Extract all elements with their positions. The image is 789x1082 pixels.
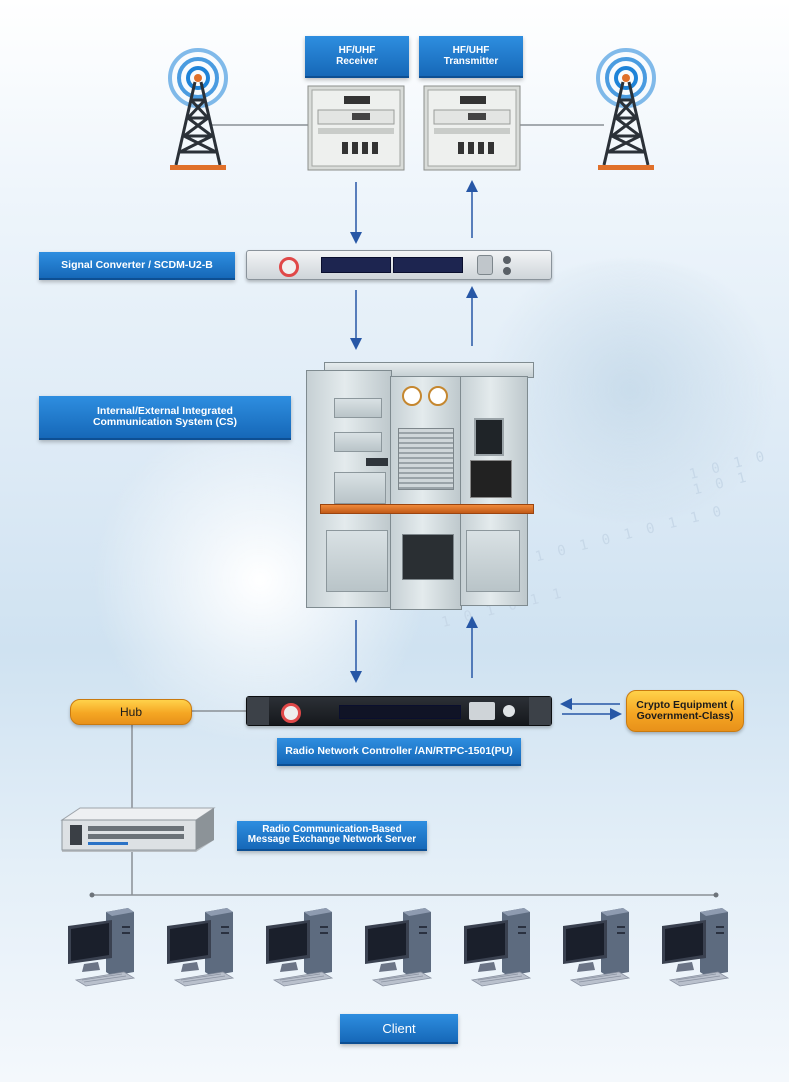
desktop-computer-icon <box>266 908 334 987</box>
desktop-computer-icon <box>563 908 631 987</box>
display-panel <box>339 705 461 719</box>
label-line: Communication System (CS) <box>92 416 238 428</box>
network-controller-device-icon <box>246 696 552 726</box>
communication-cabinet-icon <box>306 362 534 610</box>
signal-converter-label: Signal Converter / SCDM-U2-B <box>39 252 235 280</box>
client-row <box>68 908 730 987</box>
rack-ear <box>529 697 551 725</box>
power-knob-icon <box>281 703 301 723</box>
rnc-label: Radio Network Controller /AN/RTPC-1501(P… <box>277 738 521 766</box>
label-line: Government-Class) <box>636 710 734 722</box>
desktop-computer-icon <box>167 908 235 987</box>
cabinet-module <box>466 530 520 592</box>
label-line: Receiver <box>336 56 378 67</box>
client-label: Client <box>340 1014 458 1044</box>
gauge-icon <box>428 386 448 406</box>
label-line: HF/UHF <box>452 45 490 56</box>
signal-converter-device-icon <box>246 250 552 280</box>
cabinet-module <box>326 530 388 592</box>
bus-end <box>89 892 95 898</box>
label-line: Message Exchange Network Server <box>247 834 417 845</box>
label-line: Internal/External Integrated <box>97 405 233 417</box>
label-line: Radio Communication-Based <box>262 824 402 835</box>
cabinet-module <box>334 472 386 504</box>
label-line: Crypto Equipment ( <box>636 699 734 711</box>
cs-system-label: Internal/External Integrated Communicati… <box>39 396 291 440</box>
label-line: Transmitter <box>443 56 499 67</box>
desktop-computer-icon <box>464 908 532 987</box>
hf-receiver-label: HF/UHF Receiver <box>305 36 409 78</box>
antenna-tower-icon <box>168 48 228 170</box>
rack-server-icon <box>60 807 216 852</box>
connector-icon <box>503 267 511 275</box>
gauge-icon <box>402 386 422 406</box>
power-knob-icon <box>279 257 299 277</box>
desktop-computer-icon <box>662 908 730 987</box>
desktop-computer-icon <box>365 908 433 987</box>
antenna-tower-icon <box>596 48 656 170</box>
desktop-computer-icon <box>68 908 136 987</box>
display-panel <box>321 257 391 273</box>
cabinet-monitor <box>398 428 454 490</box>
bus-end <box>713 892 719 898</box>
cabinet-desk-shelf <box>320 504 534 514</box>
keypad-icon <box>469 702 495 720</box>
cabinet-opening <box>402 534 454 580</box>
radio-rack-icon <box>307 85 405 171</box>
cabinet-module <box>334 432 382 452</box>
cabinet-opening <box>470 460 512 498</box>
radio-rack-icon <box>423 85 521 171</box>
cabinet-display <box>366 458 388 466</box>
hf-transmitter-label: HF/UHF Transmitter <box>419 36 523 78</box>
label-line: HF/UHF <box>338 45 376 56</box>
connector-icon <box>503 705 515 717</box>
keypad-icon <box>477 255 493 275</box>
connector-icon <box>503 256 511 264</box>
server-label: Radio Communication-Based Message Exchan… <box>237 821 427 851</box>
display-panel <box>393 257 463 273</box>
rack-ear <box>247 697 269 725</box>
crypto-equipment-node: Crypto Equipment ( Government-Class) <box>626 690 744 732</box>
hub-node: Hub <box>70 699 192 725</box>
cabinet-module <box>334 398 382 418</box>
cabinet-screen <box>474 418 504 456</box>
